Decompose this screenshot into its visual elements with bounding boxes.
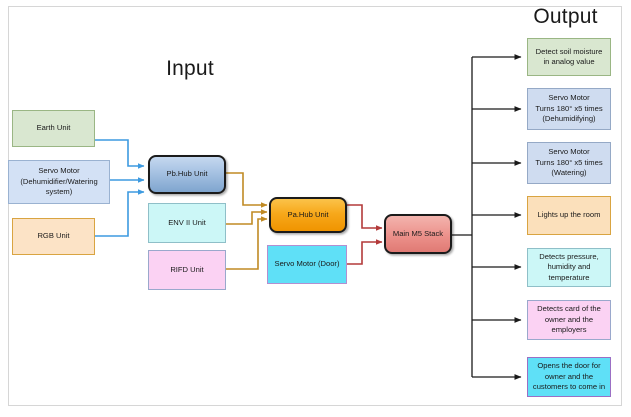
node-env-ii-unit[interactable]: ENV II Unit [148,203,226,243]
node-servo-motor-door[interactable]: Servo Motor (Door) [267,245,347,284]
output-label: Lights up the room [537,210,601,220]
output-label: Detects pressure, humidity and temperatu… [539,251,599,282]
output-detects-environment[interactable]: Detects pressure, humidity and temperatu… [527,248,611,287]
output-detects-card[interactable]: Detects card of the owner and the employ… [527,300,611,340]
output-section-title: Output [533,5,598,28]
output-label: Detects card of the owner and the employ… [537,304,601,335]
node-earth-unit[interactable]: Earth Unit [12,110,95,147]
output-label: Opens the door for owner and the custome… [532,361,606,392]
node-label: Earth Unit [36,123,71,133]
node-label: RGB Unit [37,231,70,241]
node-label: Pb.Hub Unit [166,169,208,179]
node-main-m5-stack[interactable]: Main M5 Stack [384,214,452,254]
output-detect-soil-moisture[interactable]: Detect soil moisture in analog value [527,38,611,76]
output-opens-door[interactable]: Opens the door for owner and the custome… [527,357,611,397]
node-label: Servo Motor (Door) [274,259,340,269]
output-servo-watering[interactable]: Servo Motor Turns 180° x5 times (Waterin… [527,142,611,184]
output-label: Servo Motor Turns 180° x5 times (Waterin… [535,147,603,178]
node-label: RIFD Unit [170,264,204,274]
output-label: Detect soil moisture in analog value [535,46,603,67]
output-servo-dehumidifying[interactable]: Servo Motor Turns 180° x5 times (Dehumid… [527,88,611,130]
output-lights-up-room[interactable]: Lights up the room [527,196,611,235]
node-label: Main M5 Stack [392,228,444,238]
node-label: Pa.Hub Unit [287,209,329,219]
output-label: Servo Motor Turns 180° x5 times (Dehumid… [535,93,603,124]
node-rgb-unit[interactable]: RGB Unit [12,218,95,255]
input-section-title: Input [166,57,214,80]
node-pb-hub-unit[interactable]: Pb.Hub Unit [148,155,226,194]
node-label: Servo Motor (Dehumidifier/Watering syste… [20,166,98,197]
node-label: ENV II Unit [168,217,206,227]
node-pa-hub-unit[interactable]: Pa.Hub Unit [269,197,347,233]
node-rifd-unit[interactable]: RIFD Unit [148,250,226,290]
node-servo-motor-input[interactable]: Servo Motor (Dehumidifier/Watering syste… [8,160,110,204]
